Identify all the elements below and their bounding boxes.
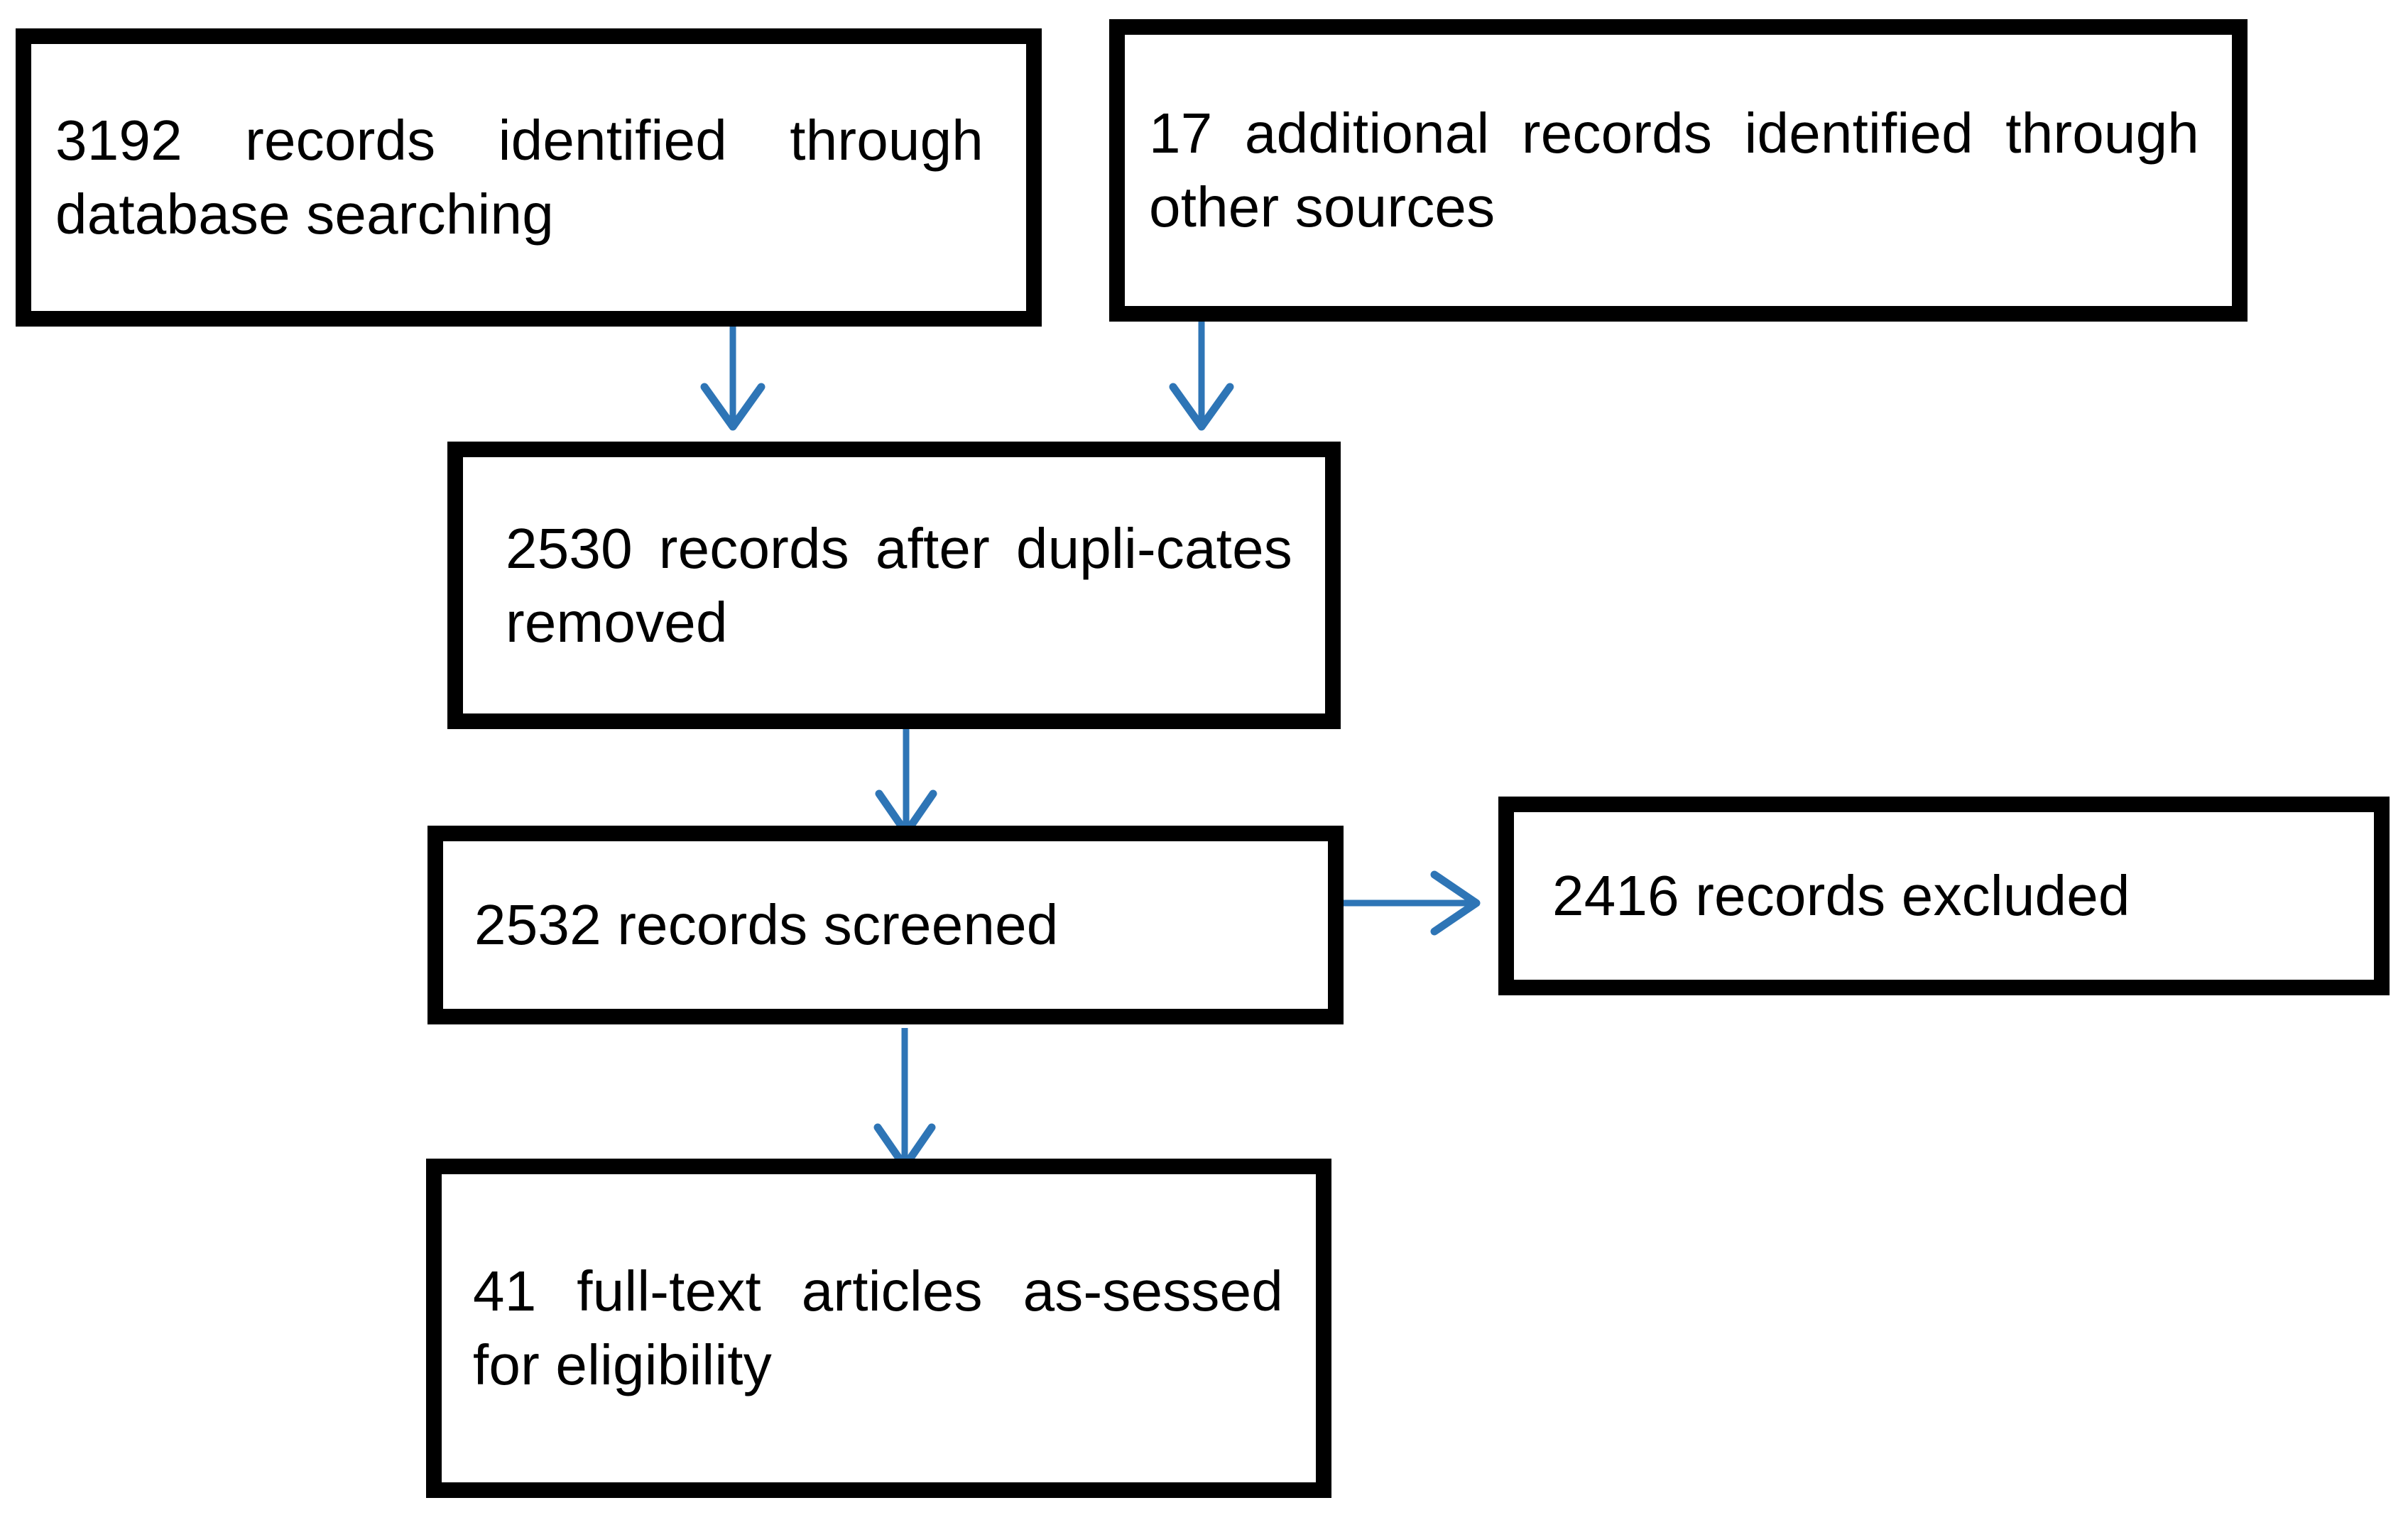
node-records-identified-other-sources: 17 additional records identified through… xyxy=(1109,19,2248,322)
node-records-identified-other-sources-label: 17 additional records identified through… xyxy=(1149,102,2199,239)
node-records-identified-database: 3192 records identified through database… xyxy=(16,28,1042,327)
node-full-text-articles-assessed: 41 full-text articles as-sessed for elig… xyxy=(426,1159,1331,1498)
node-records-screened: 2532 records screened xyxy=(427,826,1344,1024)
node-records-excluded-label: 2416 records excluded xyxy=(1552,864,2130,927)
arrow-screened-to-excluded xyxy=(1326,870,1481,936)
node-records-screened-label: 2532 records screened xyxy=(474,893,1059,956)
node-records-after-duplicates-removed-label: 2530 records after dupli-cates removed xyxy=(506,516,1292,654)
node-records-excluded: 2416 records excluded xyxy=(1498,797,2390,995)
node-records-after-duplicates-removed: 2530 records after dupli-cates removed xyxy=(447,442,1341,729)
arrow-duplicates-to-screened xyxy=(875,726,937,837)
node-records-identified-database-label: 3192 records identified through database… xyxy=(55,109,984,246)
node-full-text-articles-assessed-label: 41 full-text articles as-sessed for elig… xyxy=(473,1259,1283,1396)
arrow-screened-to-fulltext xyxy=(873,1028,936,1171)
